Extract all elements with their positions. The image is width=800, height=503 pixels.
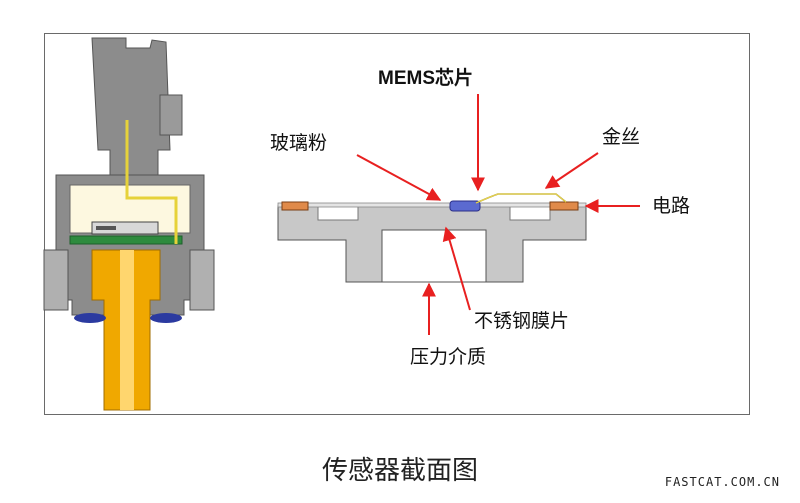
arrow-diaphragm <box>442 226 471 311</box>
circuit-pad-left <box>281 201 309 211</box>
sensor-element <box>91 221 159 235</box>
pcb-board <box>69 235 183 245</box>
circuit-pad-right <box>549 201 579 211</box>
arrow-glass <box>356 154 442 201</box>
o-ring-left <box>74 313 106 323</box>
glass-frit-layer <box>277 202 587 208</box>
o-ring-right <box>150 313 182 323</box>
label-circuit: 电路 <box>652 195 691 217</box>
sensor-contacts <box>96 226 116 230</box>
top-recess-right <box>509 205 551 221</box>
figure-caption: 传感器截面图 <box>321 456 478 486</box>
mems-section <box>277 193 587 283</box>
left-crimp <box>43 249 69 311</box>
label-steel-diaphragm: 不锈钢膜片 <box>474 310 570 332</box>
arrow-gold <box>544 152 599 189</box>
label-glass-frit: 玻璃粉 <box>270 132 328 154</box>
connector-latch <box>159 94 183 136</box>
sensor-assembly-section <box>43 37 215 411</box>
pressure-cavity <box>381 229 487 283</box>
label-pressure-medium: 压力介质 <box>410 346 487 368</box>
right-crimp <box>189 249 215 311</box>
connector-housing <box>91 37 171 176</box>
label-gold-wire: 金丝 <box>602 126 641 148</box>
port-bore <box>120 250 134 410</box>
watermark: FASTCAT.COM.CN <box>664 475 780 489</box>
top-recess-left <box>317 205 359 221</box>
lead-wire <box>125 120 178 244</box>
callout-arrows <box>356 94 640 335</box>
label-mems-chip: MEMS芯片 <box>378 68 474 89</box>
mems-chip <box>449 200 481 212</box>
